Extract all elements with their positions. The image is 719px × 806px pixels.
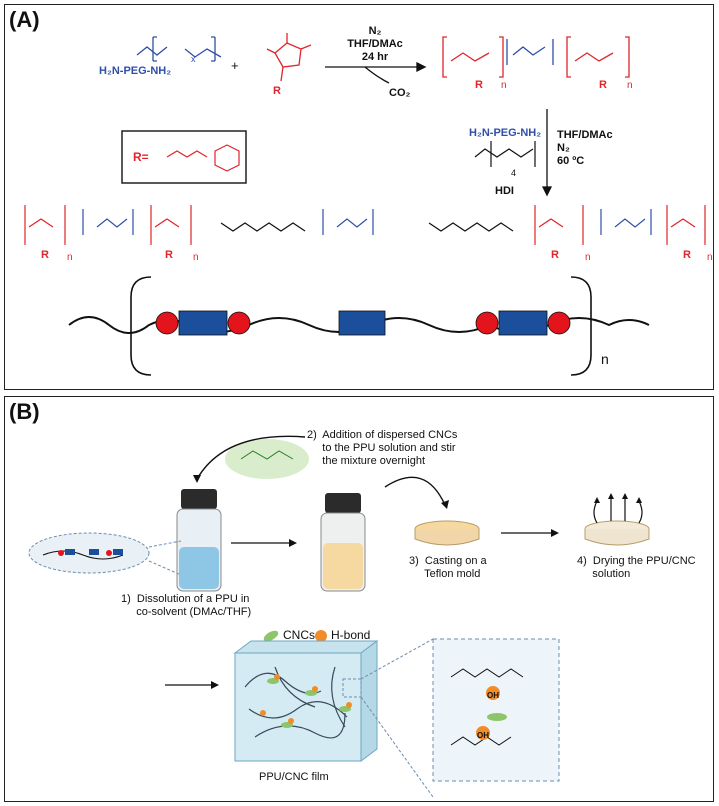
- reaction-arrow-1: [325, 61, 427, 84]
- hbond-legend-icon: [315, 630, 327, 642]
- hdi-structure: [474, 141, 536, 167]
- panel-a: (A): [4, 4, 714, 390]
- panel-b: (B): [4, 396, 714, 802]
- step2-reagent: H₂N-PEG-NH₂: [469, 127, 542, 139]
- plus-sign: +: [231, 58, 239, 73]
- film-cube: [233, 640, 379, 762]
- product-1-peg-block: [506, 39, 554, 65]
- step-4-text: 4) Drying the PPU/CNC solution: [577, 555, 696, 580]
- panel-a-label: (A): [9, 7, 40, 32]
- step-1-text: 1) Dissolution of a PPU in co-solvent (D…: [121, 593, 252, 618]
- polymer-n-2: n: [193, 252, 199, 263]
- synthesis-scheme-svg: [24, 33, 706, 376]
- polymer-peg-blocks: [82, 209, 652, 235]
- step-3-text: 3) Casting on a Teflon mold: [409, 555, 487, 580]
- reaction-arrow-2: [541, 109, 553, 197]
- step-2-text: 2) Addition of dispersed CNCs to the PPU…: [307, 429, 458, 467]
- polymer-peptide-blocks: [24, 205, 706, 245]
- product-1-r-left: R: [475, 79, 483, 91]
- peg-diamine-label: H₂N-PEG-NH₂: [99, 65, 172, 77]
- drying-dish: [584, 493, 650, 546]
- r-group-box: [121, 130, 247, 184]
- repeat-unit-n: n: [601, 351, 609, 367]
- legend-hbond-label: H-bond: [331, 628, 371, 642]
- step2-conditions: THF/DMAc N₂ 60 ºC: [557, 129, 613, 167]
- polymer-n-3: n: [585, 252, 591, 263]
- polymer-r-3: R: [551, 249, 559, 261]
- polymer-r-4: R: [683, 249, 691, 261]
- oh-label-1: OH: [487, 691, 499, 700]
- vial-2: [320, 493, 366, 592]
- film-process-svg: [28, 435, 650, 798]
- polymer-n-4: n: [707, 252, 713, 263]
- step1-conditions: N₂ THF/DMAc 24 hr: [347, 25, 403, 63]
- polymer-backbone: [220, 222, 514, 232]
- hbond-zoom-box: [432, 638, 560, 782]
- product-1-n-left: n: [501, 80, 507, 91]
- addition-arrow: [196, 435, 306, 480]
- hdi-subscript-4: 4: [511, 168, 517, 178]
- product-1-peptide-blocks: [442, 36, 630, 78]
- polymer-n-1: n: [67, 252, 73, 263]
- hdi-label: HDI: [495, 185, 514, 197]
- panel-b-label: (B): [9, 399, 40, 424]
- oh-label-2: OH: [477, 731, 489, 740]
- nca-ring: [266, 33, 312, 82]
- polymer-r-2: R: [165, 249, 173, 261]
- co2-byproduct: CO₂: [389, 87, 411, 99]
- product-1-r-right: R: [599, 79, 607, 91]
- nca-r-label: R: [273, 85, 281, 97]
- polymer-r-1: R: [41, 249, 49, 261]
- vial-1: [176, 489, 222, 592]
- r-group-structure: [166, 144, 240, 172]
- teflon-dish: [414, 520, 480, 546]
- product-1-n-right: n: [627, 80, 633, 91]
- film-label: PPU/CNC film: [259, 771, 329, 783]
- r-group-label: R=: [133, 150, 149, 164]
- peg-x-subscript: x: [191, 54, 196, 64]
- peg-diamine-structure: [136, 36, 222, 62]
- polymer-cartoon: [68, 276, 650, 376]
- legend-cnc-label: CNCs: [283, 628, 315, 642]
- cnc-legend-icon: [263, 630, 279, 642]
